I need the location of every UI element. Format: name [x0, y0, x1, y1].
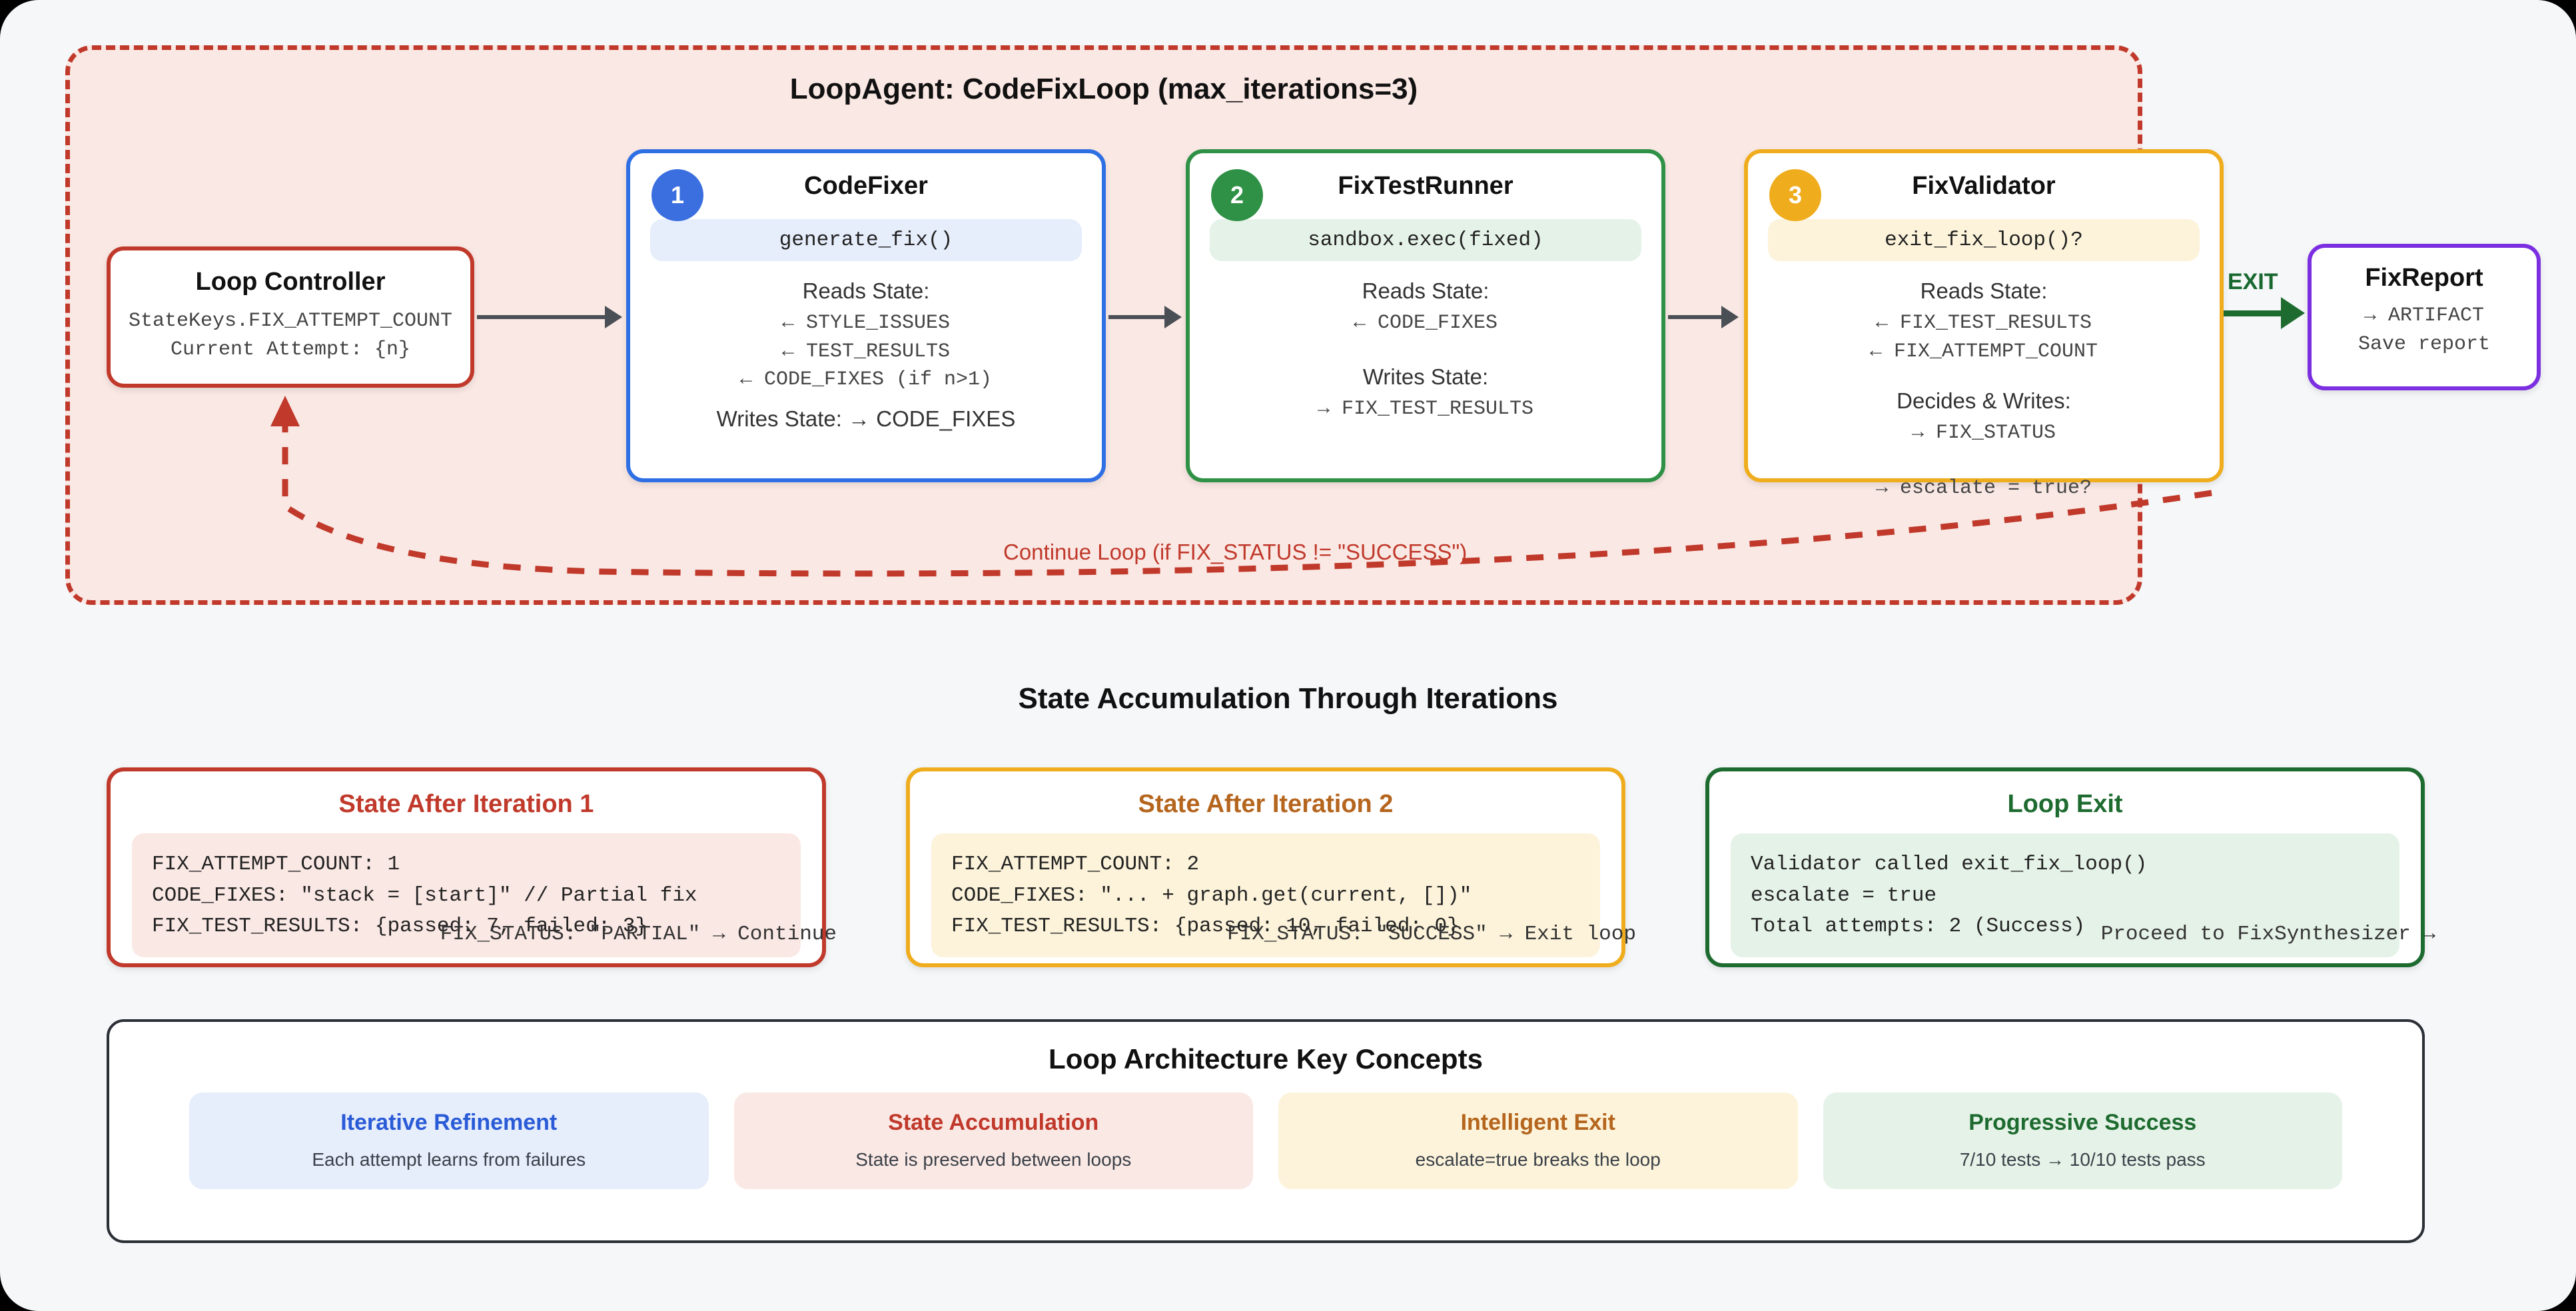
state-card-1-title: State After Iteration 1 [338, 790, 594, 818]
state-card-1-line-3: FIX_TEST_RESULTS: {passed: 7, failed: 3} [152, 915, 648, 938]
loop-agent-title: LoopAgent: CodeFixLoop (max_iterations=3… [789, 73, 1418, 105]
fixreport-line-1: → ARTIFACT [2363, 304, 2485, 327]
fixvalidator-writes-1: → FIX_STATUS [1911, 422, 2056, 445]
fixvalidator-code-pill: exit_fix_loop()? [1768, 219, 2200, 261]
arrow-controller-to-codefixer-head [605, 306, 622, 328]
state-card-3-body: Validator called exit_fix_loop() escalat… [1731, 833, 2399, 957]
arrow-exit-head [2281, 297, 2305, 329]
fixvalidator-writes-label: Decides & Writes: [1897, 388, 2071, 414]
concept-3-subtitle: escalate=true breaks the loop [1415, 1149, 1661, 1170]
codefixer-node[interactable]: 1 CodeFixer generate_fix() Reads State: … [626, 149, 1106, 482]
codefixer-reads-2: ← TEST_RESULTS [781, 340, 951, 363]
fixtestrunner-code-pill: sandbox.exec(fixed) [1210, 219, 1641, 261]
state-card-3-line-2: escalate = true [1751, 883, 1937, 907]
codefixer-reads-label: Reads State: [802, 278, 930, 303]
fixtestrunner-reads-1: ← CODE_FIXES [1353, 312, 1498, 334]
state-card-3-title: Loop Exit [2007, 790, 2123, 818]
state-card-3-line-1: Validator called exit_fix_loop() [1751, 853, 2148, 876]
state-card-1-line-2: CODE_FIXES: "stack = [start]" // Partial… [152, 883, 697, 907]
state-card-loop-exit[interactable]: Loop Exit Validator called exit_fix_loop… [1705, 767, 2435, 967]
state-card-2-line-1: FIX_ATTEMPT_COUNT: 2 [951, 853, 1200, 876]
state-card-2-line-3: FIX_TEST_RESULTS: {passed: 10, failed: 0… [951, 915, 1460, 938]
fixreport-title: FixReport [2365, 264, 2483, 292]
concept-4-title: Progressive Success [1968, 1110, 2197, 1135]
fixvalidator-reads-label: Reads State: [1920, 278, 2048, 303]
loop-controller-title: Loop Controller [195, 268, 386, 296]
concept-1-subtitle: Each attempt learns from failures [312, 1149, 586, 1170]
concept-2-title: State Accumulation [888, 1110, 1099, 1135]
arrow-controller-to-codefixer [477, 315, 606, 319]
state-card-2-line-2: CODE_FIXES: "... + graph.get(current, []… [951, 883, 1472, 907]
state-card-1-line-1: FIX_ATTEMPT_COUNT: 1 [152, 853, 400, 876]
codefixer-reads-3: ← CODE_FIXES (if n>1) [739, 368, 993, 392]
key-concepts-panel: Loop Architecture Key Concepts Iterative… [107, 1019, 2425, 1243]
state-card-2-title: State After Iteration 2 [1138, 790, 1394, 818]
fixtestrunner-title: FixTestRunner [1338, 172, 1513, 200]
state-card-3-footer: Proceed to FixSynthesizer → [2100, 923, 2435, 946]
state-card-2-body: FIX_ATTEMPT_COUNT: 2 CODE_FIXES: "... + … [931, 833, 1600, 957]
concept-progressive-success[interactable]: Progressive Success 7/10 tests → 10/10 t… [1823, 1092, 2342, 1189]
fixvalidator-node[interactable]: 3 FixValidator exit_fix_loop()? Reads St… [1744, 149, 2224, 500]
fixtestrunner-writes-label: Writes State: [1362, 364, 1489, 389]
codefixer-code-pill: generate_fix() [650, 219, 1082, 261]
key-concepts-row: Iterative Refinement Each attempt learns… [109, 1092, 2422, 1189]
key-concepts-title: Loop Architecture Key Concepts [1049, 1043, 1483, 1075]
concept-state-accumulation[interactable]: State Accumulation State is preserved be… [733, 1092, 1253, 1189]
fixtestrunner-node[interactable]: 2 FixTestRunner sandbox.exec(fixed) Read… [1186, 149, 1665, 482]
state-card-2-footer: FIX_STATUS: "SUCCESS" → Exit loop [1227, 923, 1636, 946]
fixreport-node[interactable]: FixReport → ARTIFACT Save report [2308, 244, 2541, 390]
arrow-codefixer-to-fixtestrunner-head [1164, 306, 1182, 328]
concept-intelligent-exit[interactable]: Intelligent Exit escalate=true breaks th… [1278, 1092, 1798, 1189]
codefixer-title: CodeFixer [804, 172, 928, 200]
concept-3-title: Intelligent Exit [1460, 1110, 1615, 1135]
exit-label: EXIT [2228, 269, 2278, 294]
state-card-3-line-3: Total attempts: 2 (Success) [1751, 915, 2086, 938]
loop-controller-line-1: StateKeys.FIX_ATTEMPT_COUNT [128, 310, 453, 332]
state-card-iteration-1[interactable]: State After Iteration 1 FIX_ATTEMPT_COUN… [107, 767, 837, 967]
arrow-fixtestrunner-to-fixvalidator-head [1721, 306, 1739, 328]
loop-controller-node[interactable]: Loop Controller StateKeys.FIX_ATTEMPT_CO… [107, 246, 474, 388]
fixreport-line-2: Save report [2358, 332, 2491, 356]
codefixer-step-badge: 1 [651, 169, 703, 221]
concept-iterative-refinement[interactable]: Iterative Refinement Each attempt learns… [189, 1092, 709, 1189]
fixvalidator-title: FixValidator [1912, 172, 2056, 200]
fixtestrunner-reads-label: Reads State: [1362, 278, 1490, 303]
fixtestrunner-writes-1: → FIX_TEST_RESULTS [1317, 397, 1534, 420]
codefixer-reads-1: ← STYLE_ISSUES [781, 312, 951, 334]
codefixer-writes-label: Writes State: → CODE_FIXES [716, 406, 1016, 431]
fixvalidator-step-badge: 3 [1769, 169, 1821, 221]
fixtestrunner-step-badge: 2 [1211, 169, 1263, 221]
arrow-codefixer-to-fixtestrunner [1108, 315, 1166, 319]
concept-1-title: Iterative Refinement [340, 1110, 558, 1135]
concept-2-subtitle: State is preserved between loops [855, 1149, 1132, 1170]
arrow-fixtestrunner-to-fixvalidator [1668, 315, 1723, 319]
loop-controller-line-2: Current Attempt: {n} [170, 338, 411, 361]
fixvalidator-reads-2: ← FIX_ATTEMPT_COUNT [1869, 340, 2098, 363]
state-card-1-body: FIX_ATTEMPT_COUNT: 1 CODE_FIXES: "stack … [132, 833, 801, 957]
fixvalidator-escalate-note: → escalate = true? [1875, 477, 2092, 500]
concept-4-subtitle: 7/10 tests → 10/10 tests pass [1959, 1149, 2206, 1170]
state-section-heading: State Accumulation Through Iterations [1018, 682, 1558, 715]
continue-loop-label: Continue Loop (if FIX_STATUS != "SUCCESS… [1003, 540, 1468, 564]
arrow-exit-line [2224, 310, 2282, 316]
state-card-iteration-2[interactable]: State After Iteration 2 FIX_ATTEMPT_COUN… [906, 767, 1636, 967]
state-card-1-footer: FIX_STATUS: "PARTIAL" → Continue [440, 923, 837, 946]
fixvalidator-reads-1: ← FIX_TEST_RESULTS [1875, 312, 2092, 334]
